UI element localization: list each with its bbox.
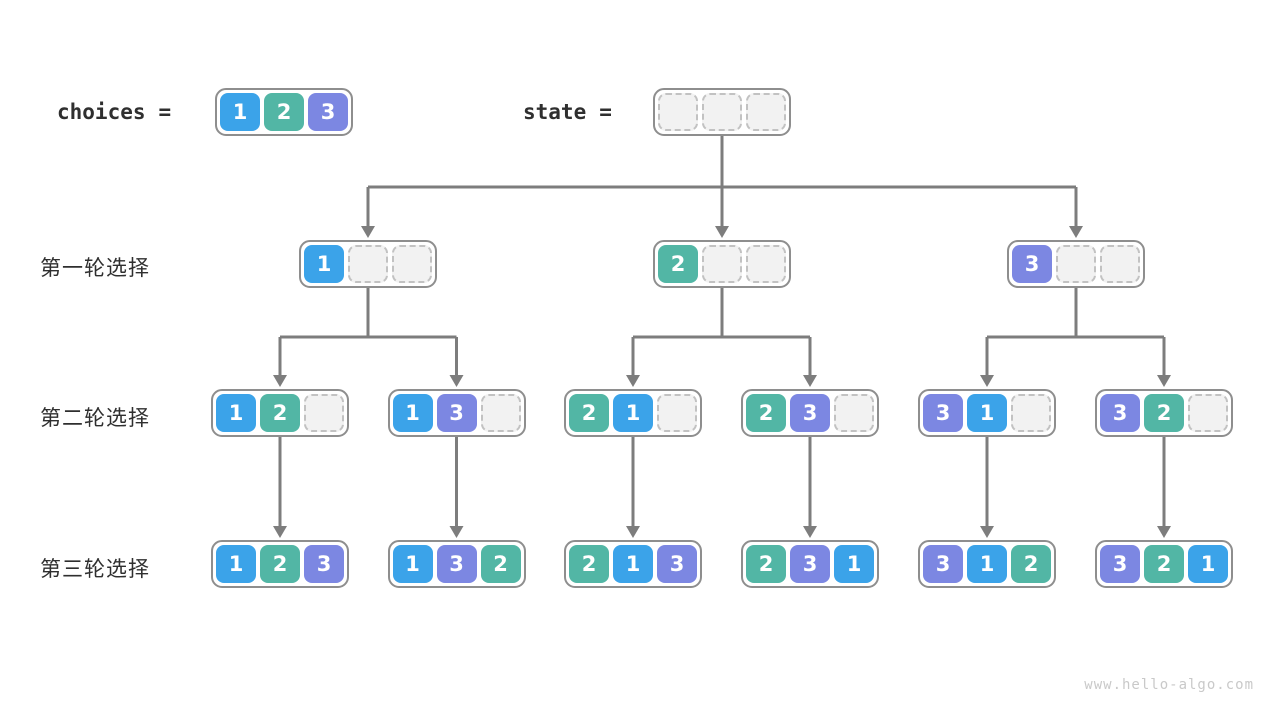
value-cell-2: 2 — [264, 93, 304, 131]
value-cell-2: 2 — [1011, 545, 1051, 583]
value-cell-3: 3 — [1100, 545, 1140, 583]
choices-label: choices = — [57, 88, 171, 136]
value-cell-2: 2 — [658, 245, 698, 283]
value-cell-3: 3 — [308, 93, 348, 131]
value-cell-3: 3 — [1012, 245, 1052, 283]
empty-cell — [834, 394, 874, 432]
value-cell-3: 3 — [923, 394, 963, 432]
value-cell-3: 3 — [923, 545, 963, 583]
state-array — [653, 88, 791, 136]
value-cell-1: 1 — [967, 394, 1007, 432]
round-2-label: 第二轮选择 — [40, 406, 150, 430]
empty-cell — [746, 93, 786, 131]
choices-label-text: choices — [57, 100, 146, 124]
round-1-node-3: 3 — [1007, 240, 1145, 288]
value-cell-2: 2 — [746, 394, 786, 432]
value-cell-1: 1 — [392, 394, 433, 432]
round-1-node-2: 2 — [653, 240, 791, 288]
value-cell-3: 3 — [657, 545, 697, 583]
empty-cell — [702, 93, 742, 131]
value-cell-2: 2 — [260, 394, 300, 432]
empty-cell — [348, 245, 388, 283]
empty-cell — [657, 394, 697, 432]
value-cell-1: 1 — [613, 545, 653, 583]
value-cell-1: 1 — [967, 545, 1007, 583]
value-cell-3: 3 — [1100, 394, 1140, 432]
value-cell-1: 1 — [220, 93, 260, 131]
value-cell-2: 2 — [746, 545, 786, 583]
value-cell-2: 2 — [569, 545, 609, 583]
value-cell-1: 1 — [613, 394, 653, 432]
value-cell-1: 1 — [216, 545, 256, 583]
round-1-node-1: 1 — [299, 240, 437, 288]
value-cell-2: 2 — [480, 545, 521, 583]
empty-cell — [1100, 245, 1140, 283]
value-cell-2: 2 — [1144, 545, 1184, 583]
value-cell-3: 3 — [436, 394, 477, 432]
empty-cell — [702, 245, 742, 283]
value-cell-3: 3 — [436, 545, 477, 583]
value-cell-1: 1 — [392, 545, 433, 583]
empty-cell — [1011, 394, 1051, 432]
value-cell-3: 3 — [790, 394, 830, 432]
value-cell-1: 1 — [834, 545, 874, 583]
empty-cell — [304, 394, 344, 432]
state-equals-sign: = — [599, 100, 612, 124]
empty-cell — [480, 394, 521, 432]
value-cell-1: 1 — [1188, 545, 1228, 583]
empty-cell — [746, 245, 786, 283]
round-1-label: 第一轮选择 — [40, 256, 150, 280]
value-cell-2: 2 — [569, 394, 609, 432]
value-cell-1: 1 — [216, 394, 256, 432]
round-3-label: 第三轮选择 — [40, 557, 150, 581]
empty-cell — [1056, 245, 1096, 283]
empty-cell — [1188, 394, 1228, 432]
value-cell-2: 2 — [260, 545, 300, 583]
empty-cell — [392, 245, 432, 283]
choices-equals-sign: = — [158, 100, 172, 124]
state-label-text: state — [523, 100, 587, 124]
value-cell-1: 1 — [304, 245, 344, 283]
empty-cell — [658, 93, 698, 131]
value-cell-3: 3 — [790, 545, 830, 583]
watermark: www.hello-algo.com — [1084, 677, 1254, 693]
state-label: state = — [523, 88, 612, 136]
value-cell-2: 2 — [1144, 394, 1184, 432]
value-cell-3: 3 — [304, 545, 344, 583]
